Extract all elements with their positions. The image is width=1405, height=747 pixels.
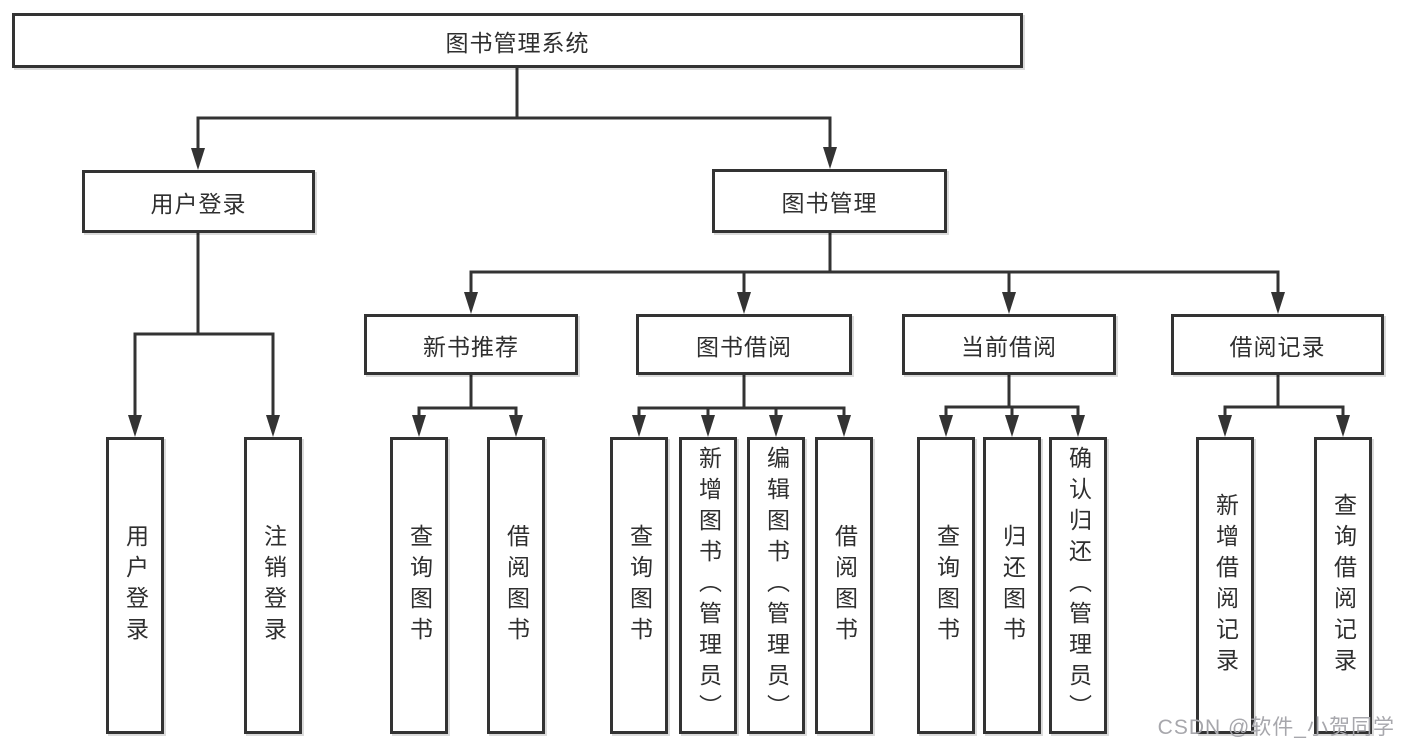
leaf-rec-query-books-label: 查询图书 (406, 523, 433, 648)
leaf-bb-borrow-books: 借阅图书 (815, 437, 873, 734)
node-book-management: 图书管理 (712, 169, 947, 233)
node-user-login: 用户登录 (82, 170, 315, 233)
node-borrowing-records-label: 借阅记录 (1229, 333, 1326, 360)
leaf-br-add-record: 新增借阅记录 (1196, 437, 1254, 734)
watermark: CSDN @软件_小贺同学 (1157, 716, 1395, 739)
node-new-book-recommendation-label: 新书推荐 (423, 333, 519, 360)
leaf-cb-query-books-label: 查询图书 (933, 523, 960, 648)
leaf-br-add-record-label: 新增借阅记录 (1212, 492, 1239, 679)
node-user-login-label: 用户登录 (150, 190, 247, 217)
leaf-logout-label: 注销登录 (260, 523, 287, 648)
leaf-rec-query-books: 查询图书 (390, 437, 448, 734)
leaf-cb-query-books: 查询图书 (917, 437, 975, 734)
leaf-cb-return-books: 归还图书 (983, 437, 1041, 734)
leaf-br-query-record: 查询借阅记录 (1314, 437, 1372, 734)
leaf-bb-add-books-admin-label: 新增图书（管理员） (695, 446, 722, 725)
leaf-logout: 注销登录 (244, 437, 302, 734)
leaf-cb-return-books-label: 归还图书 (999, 523, 1026, 648)
node-new-book-recommendation: 新书推荐 (364, 314, 578, 375)
node-current-borrowing: 当前借阅 (902, 314, 1116, 375)
node-book-borrowing: 图书借阅 (636, 314, 852, 375)
leaf-bb-query-books: 查询图书 (610, 437, 668, 734)
leaf-rec-borrow-books-label: 借阅图书 (503, 523, 530, 648)
leaf-bb-edit-books-admin: 编辑图书（管理员） (747, 437, 805, 734)
node-borrowing-records: 借阅记录 (1171, 314, 1384, 375)
node-root-system: 图书管理系统 (12, 13, 1023, 68)
leaf-bb-edit-books-admin-label: 编辑图书（管理员） (763, 446, 790, 725)
leaf-user-login: 用户登录 (106, 437, 164, 734)
leaf-bb-borrow-books-label: 借阅图书 (831, 523, 858, 648)
leaf-user-login-label: 用户登录 (122, 523, 149, 648)
leaf-bb-add-books-admin: 新增图书（管理员） (679, 437, 737, 734)
node-book-management-label: 图书管理 (781, 190, 878, 216)
leaf-rec-borrow-books: 借阅图书 (487, 437, 545, 734)
leaf-cb-confirm-return-admin: 确认归还（管理员） (1049, 437, 1107, 734)
leaf-br-query-record-label: 查询借阅记录 (1330, 492, 1357, 679)
node-book-borrowing-label: 图书借阅 (696, 333, 792, 360)
node-root-label: 图书管理系统 (445, 29, 590, 56)
leaf-bb-query-books-label: 查询图书 (626, 523, 653, 648)
leaf-cb-confirm-return-admin-label: 确认归还（管理员） (1065, 446, 1092, 725)
node-current-borrowing-label: 当前借阅 (961, 333, 1057, 360)
